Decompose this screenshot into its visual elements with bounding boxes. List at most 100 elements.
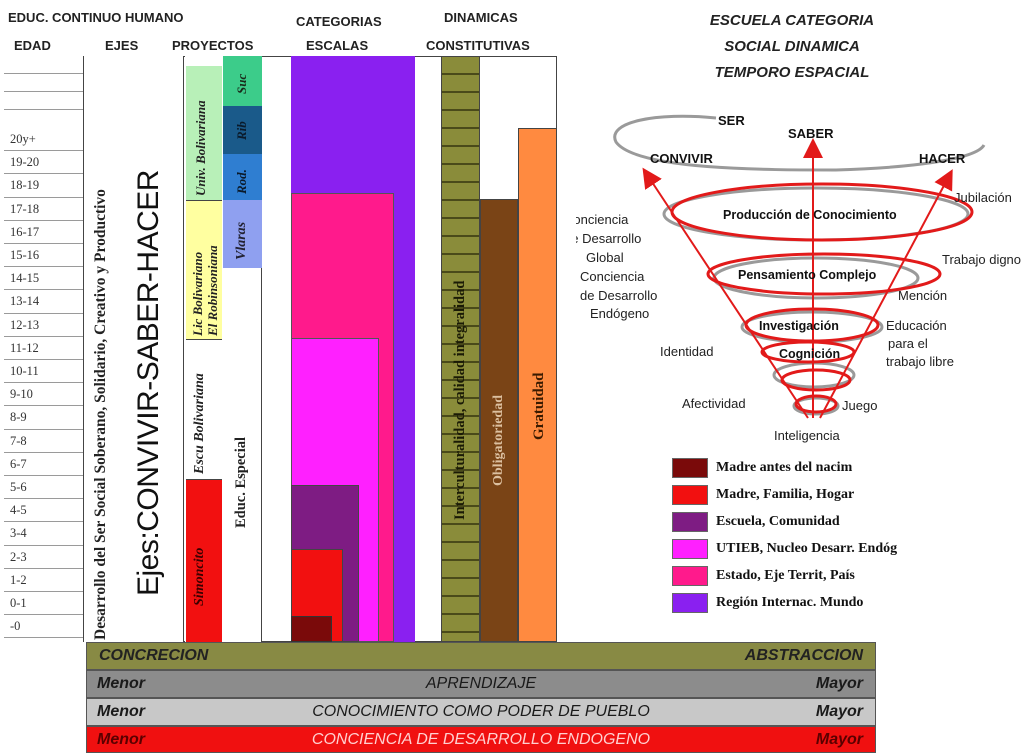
age-empty-rows xyxy=(4,56,83,126)
spiral-title-line-2: SOCIAL DINAMICA xyxy=(724,38,860,55)
legend-swatch xyxy=(672,566,708,586)
proyecto-univ-label: Univ. Bolivariana xyxy=(193,100,208,196)
band-conocimiento-center: CONOCIMIENTO COMO PODER DE PUEBLO xyxy=(312,703,650,720)
proyecto-simoncito xyxy=(186,479,222,642)
header-categorias: CATEGORIAS xyxy=(296,14,382,29)
ejes-desarrollo-text: Desarrollo del Ser Social Soberano, Soli… xyxy=(92,189,109,640)
header-dinamicas: DINAMICAS xyxy=(444,10,518,25)
label-investigacion: Investigación xyxy=(759,319,839,333)
label-convivir: CONVIVIR xyxy=(650,151,713,166)
legend-label: UTIEB, Nucleo Desarr. Endóg xyxy=(716,541,898,556)
header-educ-continuo: EDUC. CONTINUO HUMANO xyxy=(8,10,184,25)
header-escalas: ESCALAS xyxy=(306,38,369,53)
label-identidad: Identidad xyxy=(660,344,714,359)
age-row: 15-16 xyxy=(4,244,83,268)
legend-swatch xyxy=(672,512,708,532)
age-row: 5-6 xyxy=(4,476,83,500)
ejes-title-text: Ejes:CONVIVIR-SABER-HACER xyxy=(132,170,165,596)
age-row: 0-1 xyxy=(4,592,83,616)
label-conciencia-global-1: Conciencia xyxy=(576,212,629,227)
proyecto-simoncito-label: Simoncito xyxy=(192,547,207,606)
label-inteligencia: Inteligencia xyxy=(774,428,841,443)
dinamica-obligatoriedad-label: Obligatoriedad xyxy=(491,394,506,486)
label-afectividad: Afectividad xyxy=(682,396,746,411)
legend-label: Escuela, Comunidad xyxy=(716,514,840,529)
dinamica-obligatoriedad xyxy=(480,199,518,642)
legend-swatch xyxy=(672,593,708,613)
age-row: 20y+ xyxy=(4,128,83,152)
spiral-diagram: ESCUELA CATEGORIA SOCIAL DINAMICA TEMPOR… xyxy=(576,12,1021,443)
age-row: 4-5 xyxy=(4,499,83,523)
spiral-red-ring-2 xyxy=(706,252,942,296)
proyecto-vlaras xyxy=(223,200,262,268)
age-row: 13-14 xyxy=(4,290,83,314)
label-produccion: Producción de Conocimiento xyxy=(723,208,897,222)
spiral-title-line-1: ESCUELA CATEGORIA xyxy=(710,12,874,29)
ejes-column xyxy=(84,56,184,642)
age-row: 2-3 xyxy=(4,546,83,569)
header-edad: EDAD xyxy=(14,38,51,53)
age-row: 3-4 xyxy=(4,522,83,546)
band-conciencia: Menor CONCIENCIA DE DESARROLLO ENDOGENO … xyxy=(86,726,876,753)
dinamica-interculturalidad-label: Interculturalidad, calidad integralidad xyxy=(452,280,468,520)
proyecto-rib xyxy=(223,106,262,154)
band-conocimiento: Menor CONOCIMIENTO COMO PODER DE PUEBLO … xyxy=(86,698,876,726)
spiral-ring-2 xyxy=(712,256,920,300)
age-row: 9-10 xyxy=(4,383,83,407)
dinamica-gratuidad-label: Gratuidad xyxy=(531,372,547,440)
proyecto-educ-especial-label: Educ. Especial xyxy=(233,436,249,528)
band-conocimiento-right: Mayor xyxy=(815,703,863,720)
age-row: -0 xyxy=(4,615,83,639)
label-conciencia-endogeno-2: de Desarrollo xyxy=(580,288,657,303)
band-aprendizaje-right: Mayor xyxy=(815,675,863,692)
proyecto-rib-label: Rib xyxy=(234,121,249,140)
age-row: 12-13 xyxy=(4,314,83,337)
proyecto-liceo-label: Lic Bolivariano xyxy=(190,251,205,336)
legend-swatch xyxy=(672,485,708,505)
label-educacion-1: Educación xyxy=(886,318,947,333)
band-concrecion: CONCRECION ABSTRACCION xyxy=(86,642,876,670)
age-row: 18-19 xyxy=(4,174,83,198)
proyecto-suc xyxy=(223,56,262,106)
age-row: 1-2 xyxy=(4,569,83,592)
legend-swatch xyxy=(672,539,708,559)
legend-label: Madre antes del nacim xyxy=(716,460,853,475)
age-row: 11-12 xyxy=(4,337,83,360)
label-trabajo-digno: Trabajo digno xyxy=(942,252,1021,267)
escala-madre-antes xyxy=(291,616,332,642)
legend-swatch xyxy=(672,458,708,478)
spiral-red-ring-4 xyxy=(760,340,856,364)
band-aprendizaje: Menor APRENDIZAJE Mayor xyxy=(86,670,876,698)
age-row: 17-18 xyxy=(4,198,83,221)
dinamica-interculturalidad xyxy=(441,56,480,642)
label-jubilacion: Jubilación xyxy=(954,190,1012,205)
proyecto-robinsoniana-label: El Robinsoniana xyxy=(205,245,220,336)
band-conciencia-center: CONCIENCIA DE DESARROLLO ENDOGENO xyxy=(311,730,651,748)
legend-label: Región Internac. Mundo xyxy=(716,595,864,610)
dinamica-gratuidad xyxy=(518,128,557,642)
label-juego: Juego xyxy=(842,398,877,413)
arrow-convivir xyxy=(642,167,809,419)
band-conciencia-left: Menor xyxy=(97,730,145,748)
label-cognicion: Cognición xyxy=(779,347,840,361)
label-conciencia-global-2: de Desarrollo xyxy=(576,231,641,246)
label-conciencia-endogeno-3: Endógeno xyxy=(590,306,649,321)
proyecto-rod xyxy=(223,154,262,200)
label-educacion-3: trabajo libre xyxy=(886,354,954,369)
legend-label: Estado, Eje Territ, País xyxy=(716,568,855,583)
label-pensamiento: Pensamiento Complejo xyxy=(738,268,877,282)
spiral-red-ring-6 xyxy=(794,394,838,414)
band-concrecion-right: ABSTRACCION xyxy=(744,647,863,664)
band-conocimiento-left: Menor xyxy=(97,703,145,720)
proyecto-rod-label: Rod. xyxy=(234,169,249,194)
label-educacion-2: para el xyxy=(888,336,928,351)
header-ejes: EJES xyxy=(105,38,139,53)
label-hacer: HACER xyxy=(919,151,966,166)
band-aprendizaje-left: Menor xyxy=(97,675,145,692)
age-row: 8-9 xyxy=(4,406,83,430)
header-constitutivas: CONSTITUTIVAS xyxy=(426,38,530,53)
proyecto-escuela xyxy=(186,340,222,480)
header-proyectos: PROYECTOS xyxy=(172,38,254,53)
label-mencion: Mención xyxy=(898,288,947,303)
proyecto-univ-fill xyxy=(186,56,222,200)
